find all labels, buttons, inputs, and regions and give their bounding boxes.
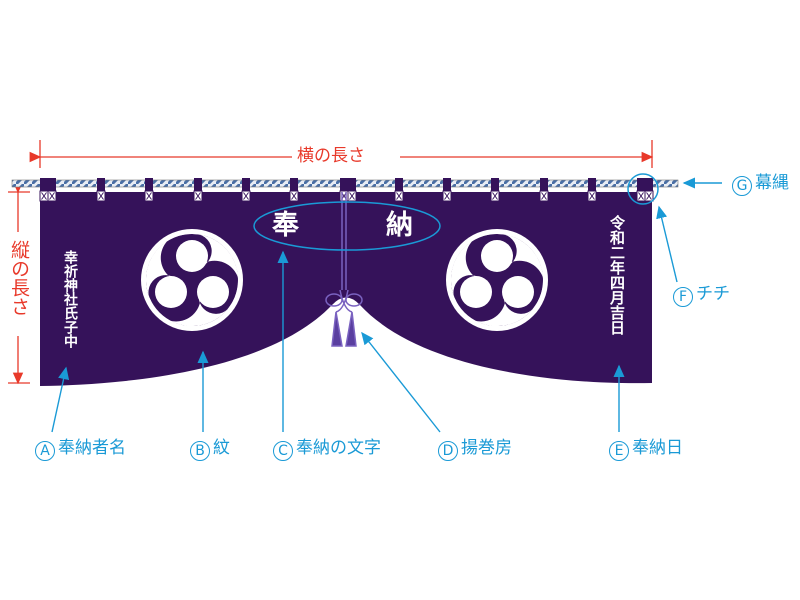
callout-d-letter: D: [438, 441, 458, 461]
callout-e-letter: E: [609, 441, 629, 461]
chichi-loop: [144, 178, 154, 202]
callout-arrows: [51, 177, 722, 433]
chichi-loop: [636, 178, 646, 202]
width-dimension: [29, 140, 654, 168]
offering-text-highlight: [253, 201, 441, 251]
callout-b-label: 紋: [213, 438, 230, 458]
callout-g-label: 幕縄: [755, 173, 789, 193]
chichi-loop: [539, 178, 549, 202]
offering-date-text: 令和二年四月吉日: [608, 215, 626, 335]
callout-g-letter: G: [732, 176, 752, 196]
offering-char-1: 奉: [272, 210, 299, 241]
callout-a-letter: A: [35, 441, 55, 461]
callout-e-label: 奉納日: [632, 438, 683, 458]
chichi-loop: [644, 178, 654, 202]
donor-name-text: 幸祈神社氏子中: [62, 250, 78, 348]
callout-b-letter: B: [190, 441, 210, 461]
chichi-loop: [241, 178, 251, 202]
width-label: 横の長さ: [297, 146, 365, 166]
height-dimension: [8, 181, 30, 385]
tomoe-crest-left: [141, 229, 243, 331]
height-label: 縦の長さ: [8, 240, 30, 316]
chichi-highlight: [627, 173, 659, 205]
callout-c-letter: C: [273, 441, 293, 461]
callout-f-letter: F: [673, 287, 693, 307]
chichi-loop: [339, 178, 349, 202]
chichi-loop: [490, 178, 500, 202]
chichi-loop: [347, 178, 357, 202]
tomoe-crest-right: [446, 229, 548, 331]
offering-char-2: 納: [386, 210, 413, 241]
callout-f-label: チチ: [696, 284, 730, 304]
agemaki-tassel: [325, 192, 363, 347]
chichi-loops: [39, 178, 654, 202]
chichi-loop: [442, 178, 452, 202]
chichi-loop: [96, 178, 106, 202]
callout-c-label: 奉納の文字: [296, 438, 381, 458]
callout-a-label: 奉納者名: [58, 438, 126, 458]
chichi-loop: [289, 178, 299, 202]
callout-d-label: 揚巻房: [461, 438, 512, 458]
chichi-loop: [39, 178, 49, 202]
chichi-loop: [47, 178, 57, 202]
chichi-loop: [193, 178, 203, 202]
chichi-loop: [394, 178, 404, 202]
chichi-loop: [587, 178, 597, 202]
